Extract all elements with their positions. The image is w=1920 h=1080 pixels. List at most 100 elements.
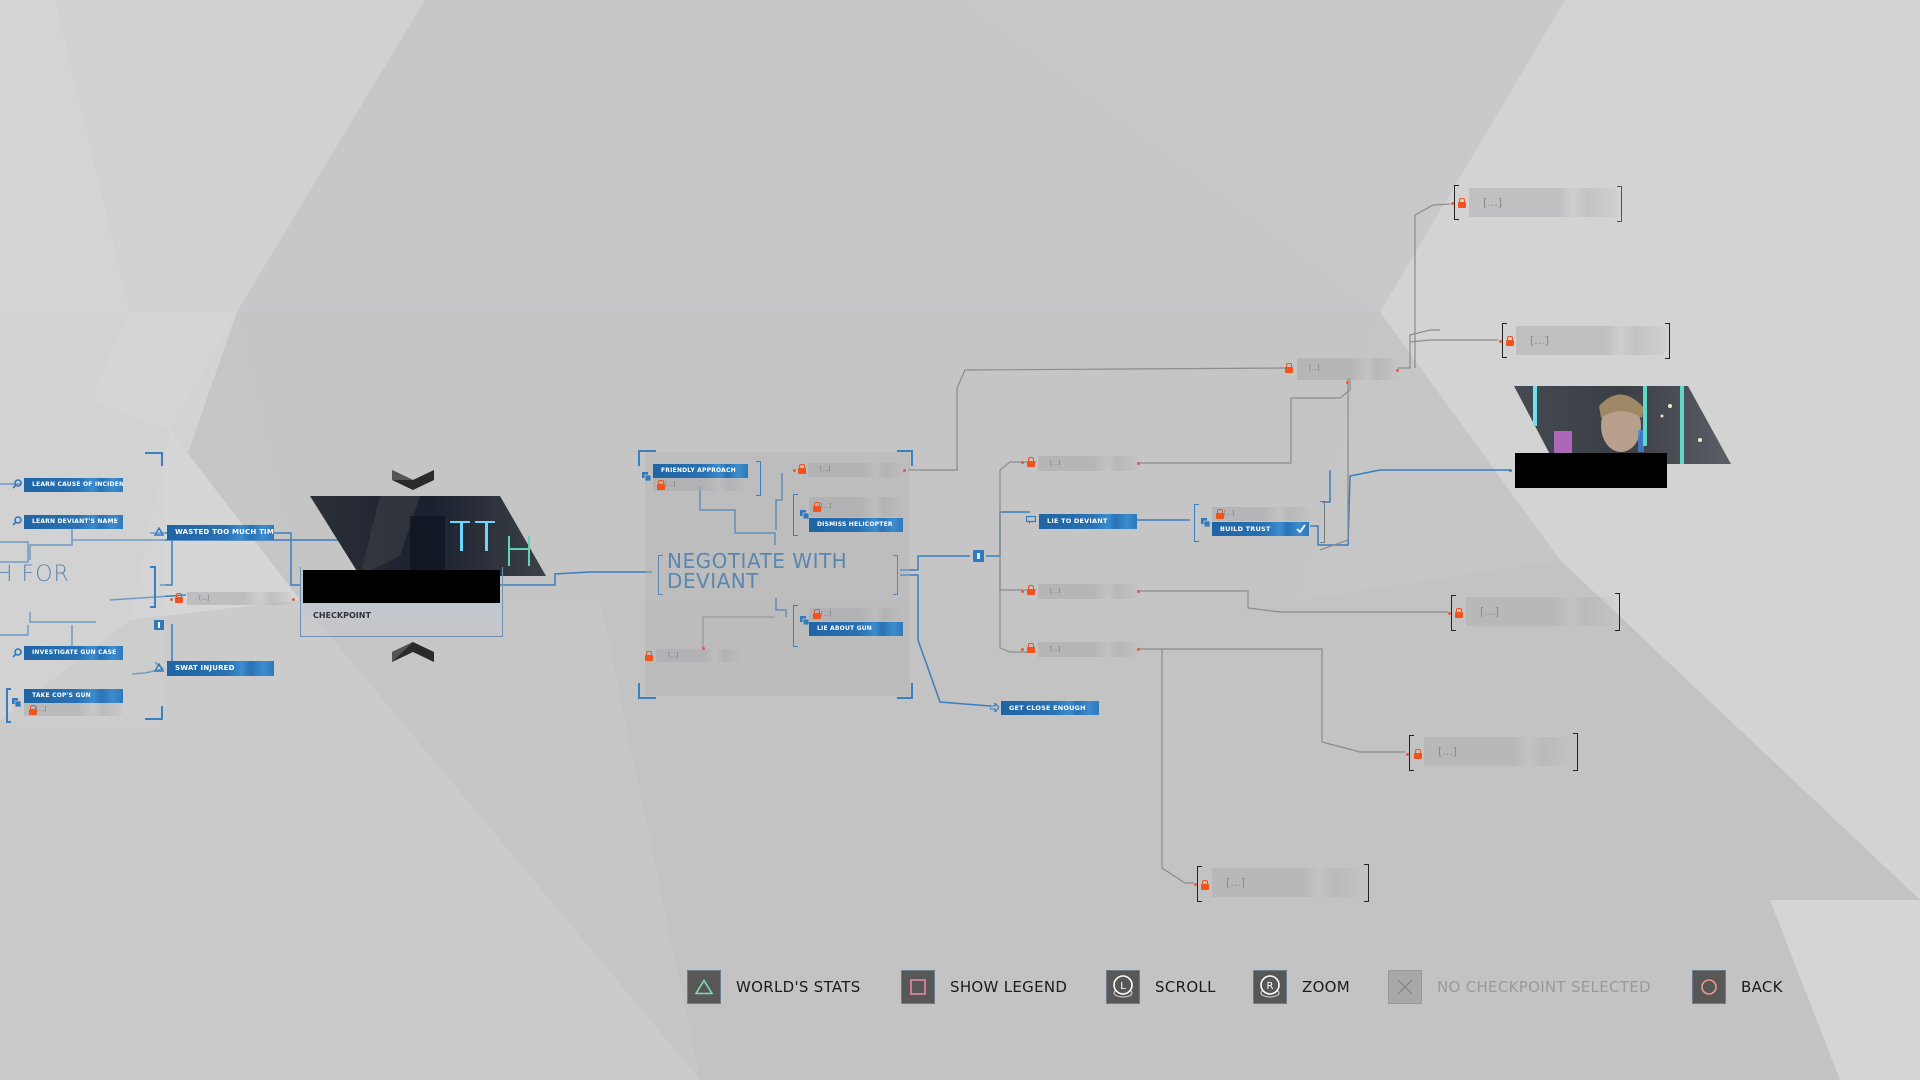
bracket-right [1617,186,1622,222]
negotiate-title-bracket-r [893,555,898,595]
node-lie-about-gun[interactable]: LIE ABOUT GUN [809,622,903,636]
connector-dot [1137,462,1140,465]
node-learn-deviants-name[interactable]: LEARN DEVIANT'S NAME [24,515,123,529]
branch-choice-locked-2[interactable]: [...] [1038,584,1138,599]
lock-icon [1414,749,1422,759]
footer-label: WORLD'S STATS [736,978,861,996]
hub-icon [973,550,984,562]
connector-dot [903,469,906,472]
left-locked-bracket [150,566,156,608]
svg-text:L: L [1120,981,1126,992]
node-get-close-enough[interactable]: GET CLOSE ENOUGH [1001,701,1099,715]
lock-icon [1027,585,1035,595]
lock-icon [1458,198,1466,208]
footer-label: SCROLL [1155,978,1216,996]
checkmark-icon [1296,524,1306,533]
connector-dot [1346,381,1349,384]
outcome-swat-injured[interactable]: SWAT INJURED [167,661,274,676]
footer-label: ZOOM [1302,978,1351,996]
lock-icon [1285,363,1293,373]
lock-icon [813,502,821,512]
node-take-cops-gun[interactable]: TAKE COP'S GUN [24,689,123,703]
footer-worlds-stats[interactable]: WORLD'S STATS [687,968,861,1006]
footer-zoom[interactable]: R ZOOM [1253,968,1350,1006]
lock-icon [1216,509,1224,519]
ending-thumbnail[interactable] [1514,386,1731,464]
connector-dot [1451,202,1454,205]
node-build-trust[interactable]: BUILD TRUST [1212,522,1309,536]
connector-dot [1021,648,1024,651]
node-investigate-gun-case[interactable]: INVESTIGATE GUN CASE [24,646,123,660]
footer-label: SHOW LEGEND [950,978,1068,996]
bracket-left [1451,595,1456,631]
lock-icon [1201,880,1209,890]
bracket-left [1197,866,1202,902]
connector-dot [702,647,705,650]
outcome-wasted-too-much-time[interactable]: WASTED TOO MUCH TIME [167,525,274,540]
footer-show-legend[interactable]: SHOW LEGEND [901,968,1067,1006]
branch-upper-locked[interactable]: [...] [1297,358,1397,380]
branch-choice-lie-to-deviant[interactable]: LIE TO DEVIANT [1039,514,1137,529]
branch-choice-locked-1[interactable]: [...] [1038,456,1138,471]
bracket-right [1665,323,1670,359]
negotiate-locked-bottom[interactable]: [...] [656,649,741,662]
warning-triangle-icon [154,663,164,672]
action-icon [800,616,809,625]
negotiate-locked-top[interactable]: [...] [808,463,905,477]
checkpoint-bracket [300,567,503,637]
left-section-panel [0,452,165,722]
arrow-icon [990,703,999,712]
square-button-icon [901,970,935,1004]
build-trust-bracket [1194,504,1199,542]
left-section-bracket-br [145,706,163,720]
left-locked-node[interactable]: [...] [187,592,292,605]
left-stick-icon: L [1106,970,1140,1004]
checkpoint-panel [303,603,503,635]
bracket-right [1615,593,1620,631]
footer-label: BACK [1741,978,1783,996]
branch-choice-locked-3[interactable]: [...] [1038,642,1138,657]
node-friendly-approach-locked: [...] [653,478,748,491]
lock-icon [1027,643,1035,653]
take-cops-gun-bracket [6,688,11,723]
lock-icon [813,609,821,619]
search-icon [12,648,22,658]
connector-dot [1406,753,1409,756]
triangle-button-icon [687,970,721,1004]
lock-icon [657,480,665,490]
node-lie-about-gun-locked: [...] [809,608,903,621]
node-take-cops-gun-locked: [...] [24,703,123,716]
connector-dot [1021,590,1024,593]
checkpoint-label: CHECKPOINT [313,611,371,620]
lock-icon [29,705,37,715]
ending-locked-box: [...] [1469,188,1617,217]
lie-about-gun-bracket [793,605,798,647]
checkpoint-chevron-down[interactable] [392,640,434,664]
lock-icon [1455,608,1463,618]
negotiate-bracket-bl [638,683,656,699]
checkpoint-thumbnail[interactable] [310,496,546,576]
connector-dot [1137,648,1140,651]
node-dismiss-helicopter[interactable]: DISMISS HELICOPTER [809,518,903,532]
ending-locked-box: [...] [1424,737,1573,766]
action-icon [800,510,809,519]
connector-dot [1509,469,1512,472]
connector-dot [1499,340,1502,343]
negotiate-title: NEGOTIATE WITH DEVIANT [667,549,848,593]
circle-button-icon [1692,970,1726,1004]
right-stick-icon: R [1253,970,1287,1004]
footer-scroll[interactable]: L SCROLL [1106,968,1216,1006]
checkpoint-chevron-up[interactable] [392,468,434,492]
negotiate-bracket-tr [897,450,913,466]
bracket-right [1573,733,1578,771]
friendly-approach-bracket [756,461,761,496]
node-friendly-approach[interactable]: FRIENDLY APPROACH [653,464,748,478]
connector-dot [793,469,796,472]
connector-dot [1448,612,1451,615]
footer-back[interactable]: BACK [1692,968,1783,1006]
node-dismiss-helicopter-locked: [...] [809,497,903,517]
node-learn-cause-of-incident[interactable]: LEARN CAUSE OF INCIDENT [24,478,123,492]
speech-bubble-icon [1026,516,1036,524]
action-icon [642,472,651,481]
